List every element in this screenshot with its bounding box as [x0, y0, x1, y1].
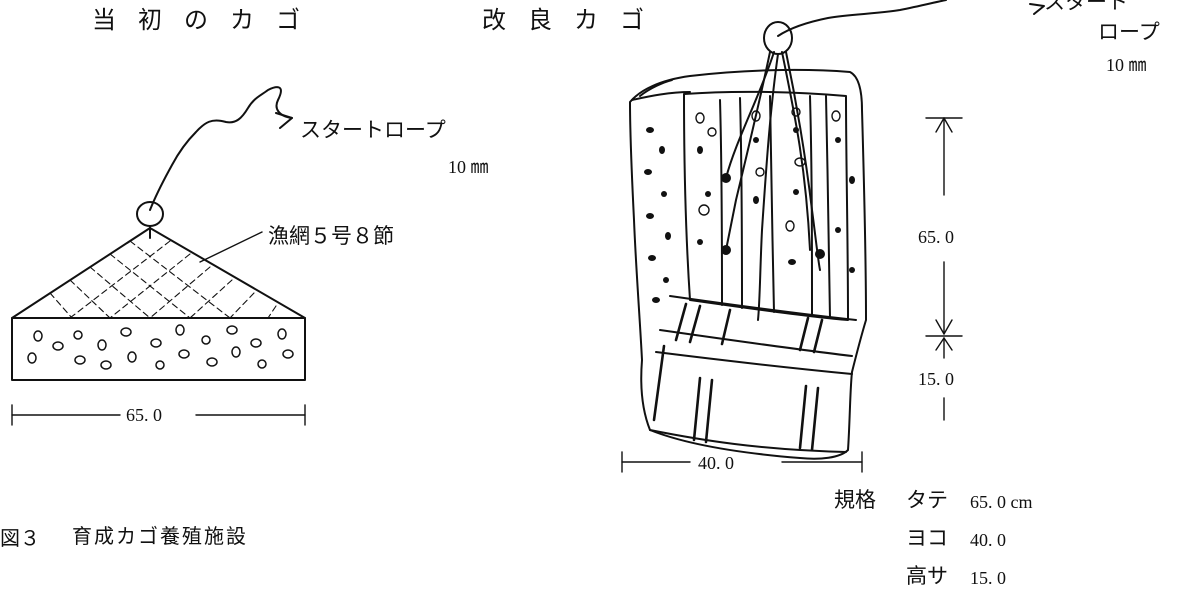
improved-rope-size: 10 ㎜ — [1106, 55, 1147, 75]
improved-cage — [621, 0, 1045, 473]
specs-title: 規格 — [834, 488, 876, 512]
original-cage — [11, 86, 306, 426]
spec-value-height: 15. 0 — [970, 568, 1006, 588]
spec-label-length: タテ — [906, 488, 948, 512]
original-rope-loop — [136, 201, 164, 227]
original-start-rope — [149, 86, 293, 211]
figure-number: 図３ — [0, 526, 40, 550]
improved-start-rope — [777, 0, 947, 37]
original-rope-size: 10 ㎜ — [448, 157, 489, 177]
heading-improved-cage: 改良カゴ — [482, 6, 666, 34]
original-width-label: 65. 0 — [126, 405, 162, 425]
spec-label-width: ヨコ — [906, 526, 948, 550]
heading-original-cage: 当初のカゴ — [92, 6, 322, 34]
improved-width-label: 40. 0 — [698, 453, 734, 473]
spec-value-length: 65. 0 cm — [970, 492, 1033, 512]
figure-caption: 育成カゴ養殖施設 — [72, 524, 248, 548]
original-rope-label: スタートロープ — [300, 118, 446, 142]
original-cage-box — [11, 317, 306, 381]
improved-depth-label: 15. 0 — [918, 369, 954, 389]
improved-rope-label-line1: スタート — [1044, 0, 1128, 14]
improved-rope-loop — [763, 21, 793, 55]
improved-height-label: 65. 0 — [918, 227, 954, 247]
fishing-net — [11, 227, 306, 319]
spec-value-width: 40. 0 — [970, 530, 1006, 550]
net-label: 漁網５号８節 — [268, 224, 394, 248]
improved-rope-label-line2: ロープ — [1098, 20, 1160, 44]
spec-label-height: 高サ — [906, 564, 948, 588]
improved-cage-frame — [629, 68, 867, 460]
